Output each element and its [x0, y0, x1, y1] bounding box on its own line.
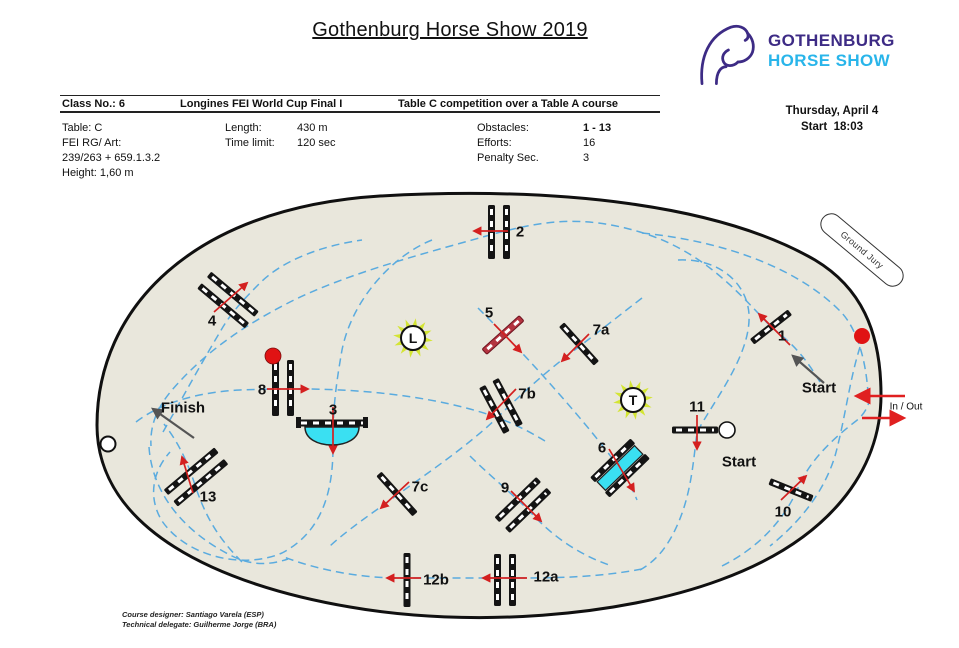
obstacle-label-1: 1: [777, 327, 787, 345]
obstacle-label-12b: 12b: [423, 571, 449, 589]
page-title: Gothenburg Horse Show 2019: [312, 19, 588, 41]
in-out-label: In / Out: [889, 401, 923, 413]
start-upper-label: Start: [801, 379, 837, 397]
obstacle-5-pole: [482, 315, 524, 355]
obstacle-label-3: 3: [328, 401, 338, 419]
red-border-dot: [854, 328, 870, 344]
table-label: Table: C: [62, 122, 103, 134]
obstacle-label-5: 5: [484, 304, 494, 322]
course-path-lines: [135, 220, 871, 579]
finish-arrow: [151, 407, 195, 439]
obstacle-13-poles: [164, 447, 228, 507]
finish-label: Finish: [160, 399, 206, 417]
class-number: Class No.: 6: [62, 98, 125, 110]
length-label: Length:: [225, 122, 262, 134]
logo-text-gothenburg: GOTHENBURG: [768, 31, 895, 50]
obstacle-3-water-tray: [296, 417, 368, 446]
white-border-dot: [99, 435, 117, 453]
time-limit-label: Time limit:: [225, 137, 275, 149]
obstacle-4-poles: [197, 272, 259, 328]
length-value: 430 m: [297, 122, 328, 134]
course-designer-credit: Course designer: Santiago Varela (ESP): [122, 610, 264, 619]
obstacle-label-2: 2: [515, 223, 525, 241]
obstacle-9-poles: [495, 477, 551, 533]
obstacle-label-9: 9: [500, 479, 510, 497]
fei-value: 239/263 + 659.1.3.2: [62, 152, 161, 164]
start-lower-label: Start: [721, 453, 757, 471]
obstacle-label-4: 4: [207, 312, 217, 330]
obstacle-2-poles: [488, 205, 510, 259]
penalty-label: Penalty Sec.: [477, 152, 539, 164]
efforts-label: Efforts:: [477, 137, 512, 149]
obstacle-label-7c: 7c: [411, 478, 429, 496]
start-arrow: [791, 354, 825, 384]
competition-type: Table C competition over a Table A cours…: [398, 98, 619, 110]
header-rule-bottom: [60, 111, 660, 113]
obstacle-label-6: 6: [597, 439, 607, 457]
obstacle-label-7b: 7b: [518, 385, 536, 403]
marker-t: T: [620, 387, 646, 413]
efforts-value: 16: [583, 137, 596, 149]
obstacle-label-11: 11: [689, 398, 705, 416]
obstacle-12b-pole: [403, 553, 411, 607]
obstacles-label: Obstacles:: [477, 122, 529, 134]
obstacle-11-pole: [672, 421, 736, 439]
obstacle-label-7a: 7a: [592, 321, 610, 339]
marker-l: L: [400, 325, 426, 351]
direction-arrows: [179, 226, 808, 583]
obstacle-8-poles: [272, 360, 294, 416]
horse-head-icon: [700, 24, 755, 85]
header-rule-top: [60, 95, 660, 96]
logo-text-horse-show: HORSE SHOW: [768, 51, 891, 70]
obstacle-12a-poles: [494, 554, 516, 606]
fei-label: FEI RG/ Art:: [62, 137, 122, 149]
class-name: Longines FEI World Cup Final I: [180, 98, 343, 110]
event-start-time: Start 18:03: [800, 121, 863, 133]
penalty-value: 3: [583, 152, 590, 164]
obstacle-label-8: 8: [257, 381, 267, 399]
obstacle-label-13: 13: [199, 488, 217, 506]
obstacles-value: 1 - 13: [583, 122, 612, 134]
time-limit-value: 120 sec: [297, 137, 336, 149]
obstacle-8-red-ball: [264, 347, 282, 365]
height-label: Height: 1,60 m: [62, 167, 134, 179]
obstacle-label-10: 10: [774, 503, 792, 521]
event-date: Thursday, April 4: [785, 105, 879, 117]
obstacle-7b-poles: [479, 378, 523, 434]
technical-delegate-credit: Technical delegate: Guilherme Jorge (BRA…: [122, 620, 277, 629]
obstacle-label-12a: 12a: [533, 568, 559, 586]
